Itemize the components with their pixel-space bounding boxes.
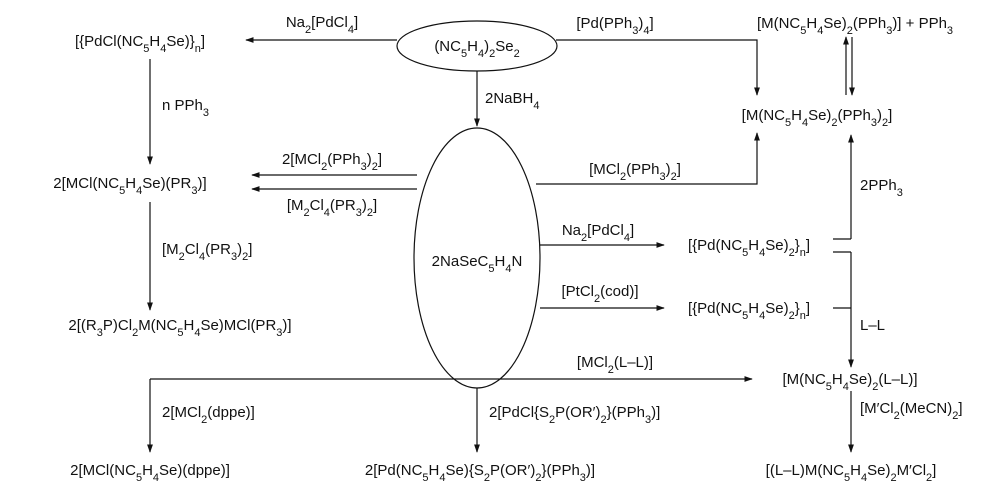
reagent-mcl2pph3-left: 2[MCl2(PPh3)2] [282, 151, 382, 173]
reagent-mcl2ll: [MCl2(L–L)] [577, 354, 653, 376]
reagent-2pph3: 2PPh3 [860, 177, 903, 199]
arrow-mcl2pph3-right [536, 132, 760, 185]
reagent-m2cl4-left: [M2Cl4(PR3)2] [287, 197, 377, 219]
arrow-pd-pph3-to-m-pph3-2 [556, 39, 760, 96]
m-pph3-2-label: [M(NC5H4Se)2(PPh3)2] [742, 107, 893, 129]
reagent-n-pph3: n PPh3 [162, 97, 209, 119]
m-ll-label: [M(NC5H4Se)2(L–L)] [782, 371, 917, 393]
reagent-nabh4: 2NaBH4 [485, 90, 539, 112]
reagent-mcl2pph3-right: [MCl2(PPh3)2] [589, 161, 681, 183]
reactant-label: (NC5H4)2Se2 [434, 38, 519, 60]
mcl-dppe-label: 2[MCl(NC5H4Se)(dppe)] [70, 462, 230, 481]
dinuclear-pr3-label: 2[(R3P)Cl2M(NC5H4Se)MCl(PR3)] [68, 317, 291, 339]
mcl-pr3-label: 2[MCl(NC5H4Se)(PR3)] [53, 175, 206, 197]
m-pph3-plus-label: [M(NC5H4Se)2(PPh3)] + PPh3 [757, 15, 953, 37]
pd-polymer-cl-label: [{PdCl(NC5H4Se)}n] [75, 33, 205, 55]
nasepy-label: 2NaSeC5H4N [432, 253, 523, 275]
reagent-pdcl-s2p: 2[PdCl{S2P(OR′)2}(PPh3)] [489, 404, 660, 426]
reagent-m2cl4-down: [M2Cl4(PR3)2] [162, 241, 252, 263]
reagent-na2pdcl4-top: Na2[PdCl4] [286, 14, 358, 36]
reagent-na2pdcl4-mid: Na2[PdCl4] [562, 222, 634, 244]
reagent-l-l: L–L [860, 317, 885, 334]
reagent-ptcl2cod: [PtCl2(cod)] [562, 283, 639, 305]
reagent-mprime-cl2: [M′Cl2(MeCN)2] [860, 400, 963, 422]
reagent-pd-pph3-4: [Pd(PPh3)4] [576, 15, 653, 37]
pd-s2p-label: 2[Pd(NC5H4Se){S2P(OR′)2}(PPh3)] [365, 462, 595, 481]
pd-polymer-1-label: [{Pd(NC5H4Se)2}n] [688, 237, 810, 259]
ll-bimetallic-label: [(L–L)M(NC5H4Se)2M′Cl2] [766, 462, 937, 481]
reagent-mcl2dppe: 2[MCl2(dppe)] [162, 404, 255, 426]
pd-polymer-2-label: [{Pd(NC5H4Se)2}n] [688, 300, 810, 322]
